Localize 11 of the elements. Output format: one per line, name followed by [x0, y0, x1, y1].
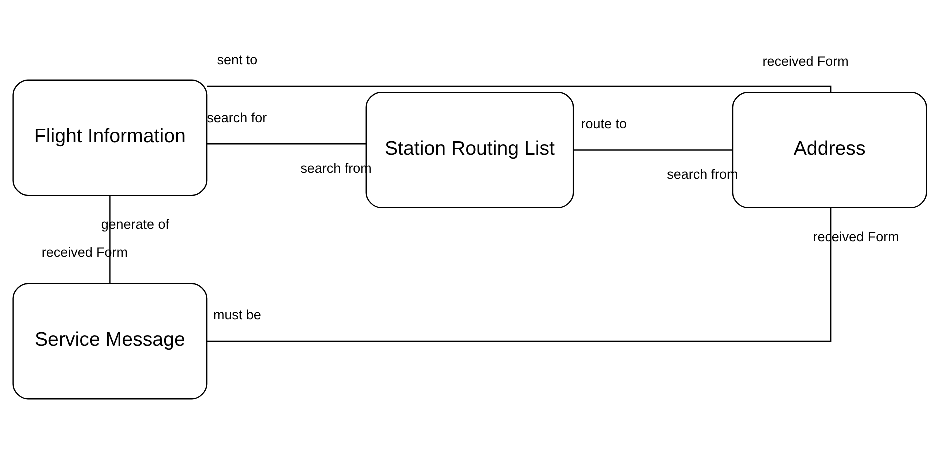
connector: [207, 143, 366, 145]
label: search for: [207, 110, 268, 126]
node-box: Service Message: [12, 283, 208, 400]
connector: [574, 150, 733, 151]
label: must be: [213, 308, 262, 323]
label: route to: [581, 116, 627, 132]
label: sent to: [217, 52, 258, 68]
connector: [110, 196, 111, 284]
label: received Form: [762, 54, 849, 69]
connector: [207, 208, 832, 342]
node-box: Flight Information: [12, 80, 208, 196]
